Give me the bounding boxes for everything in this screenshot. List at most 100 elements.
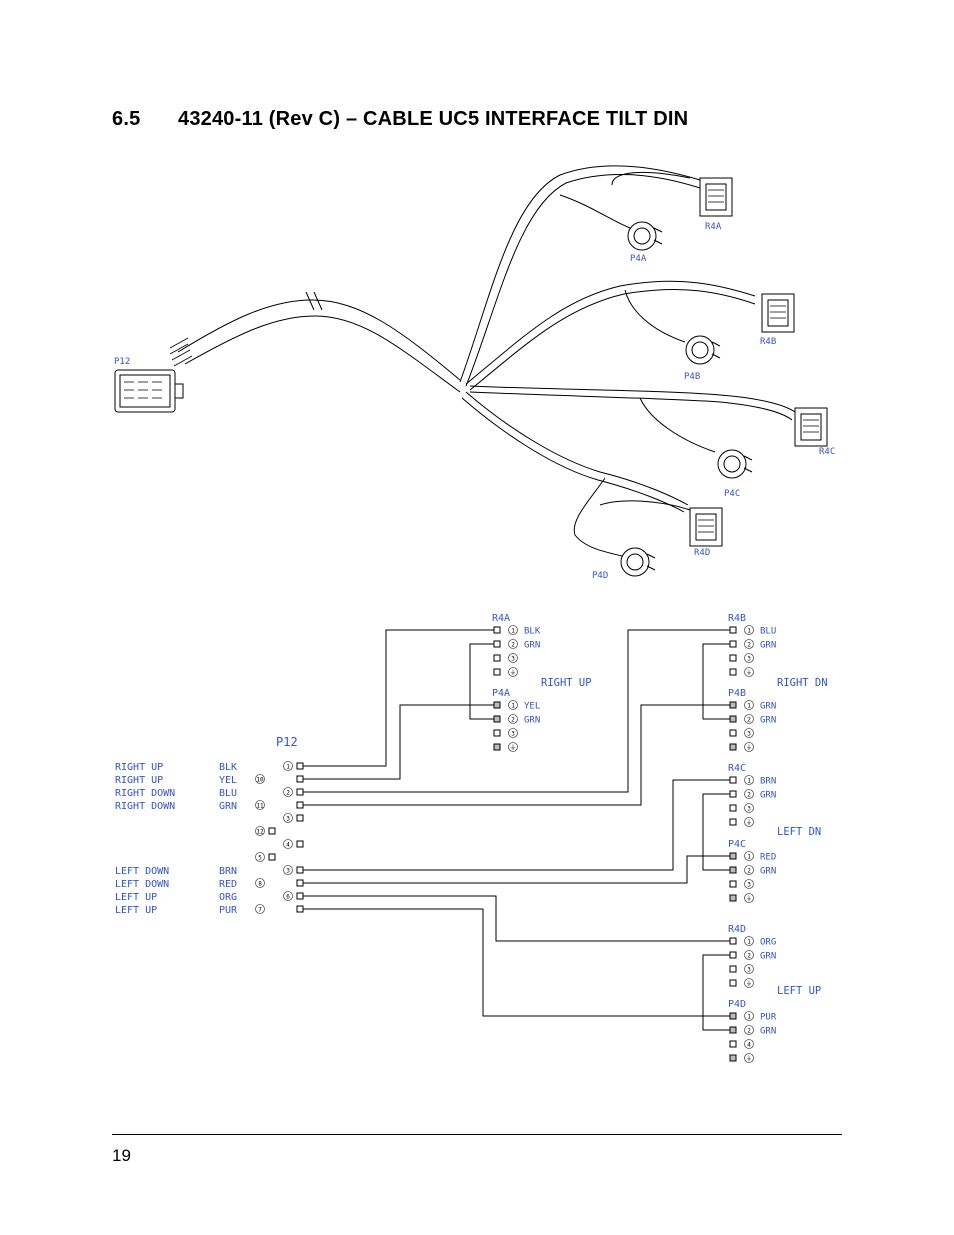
p12-terminal (296, 762, 304, 770)
wire (303, 895, 730, 942)
connector-pin-number: ⏚ (746, 670, 752, 677)
connector-wire-color: GRN (760, 952, 776, 962)
connector-label: P4B (728, 688, 746, 699)
connector-wire-color: ORG (760, 938, 776, 948)
connector-label: R4C (728, 763, 746, 774)
connector-pin-circle (744, 817, 754, 827)
p12-pin-circle (255, 826, 265, 836)
connector-pin-number: 2 (747, 868, 751, 875)
group-function-label: LEFT UP (777, 985, 821, 997)
connector-terminal (729, 626, 737, 634)
connector-pin-number: 2 (511, 642, 515, 649)
connector-pin-number: 2 (747, 1028, 751, 1035)
footer-rule (112, 1134, 842, 1135)
p12-pin-circle (283, 839, 293, 849)
connector-pin-circle (744, 879, 754, 889)
connector-terminal (729, 866, 737, 874)
connector-pin-number: 1 (747, 628, 751, 635)
assembly-label-p4c: P4C (724, 489, 740, 499)
p12-pin-circle (255, 800, 265, 810)
connector-terminal (493, 626, 501, 634)
connector-pin-circle (744, 667, 754, 677)
p12-pin-number: 6 (286, 894, 290, 901)
wire (702, 793, 730, 871)
wire (303, 704, 730, 806)
connector-wire-color: BLK (524, 627, 541, 637)
connector-pin-number: ⏚ (746, 745, 752, 752)
wire (303, 629, 494, 767)
connector-pin-number: ⏚ (746, 981, 752, 988)
p12-pin-circle (283, 761, 293, 771)
wire (702, 643, 730, 720)
connector-terminal (729, 894, 737, 902)
p12-pin-number: 8 (258, 881, 262, 888)
p12-terminal (268, 827, 276, 835)
connector-wire-color: GRN (524, 716, 540, 726)
connector-label: P4A (492, 688, 510, 699)
page-number: 19 (112, 1146, 131, 1165)
connector-pin-number: 3 (747, 731, 751, 738)
connector-wire-color: BRN (760, 777, 776, 787)
p12-wire-color: RED (219, 879, 237, 890)
connector-label: P4D (728, 999, 746, 1010)
connector-pin-circle (744, 728, 754, 738)
p12-pin-circle (283, 891, 293, 901)
p12-wire-color: ORG (219, 892, 237, 903)
p12-terminal (296, 905, 304, 913)
p12-wire-color: YEL (219, 775, 237, 786)
connector-terminal (729, 1040, 737, 1048)
connector-pin-number: 3 (511, 731, 515, 738)
assembly-label-r4c: R4C (819, 447, 835, 457)
connector-pin-number: ⏚ (746, 896, 752, 903)
connector-pin-number: ⏚ (510, 745, 516, 752)
connector-pin-circle (744, 964, 754, 974)
connector-pin-number: 1 (747, 1014, 751, 1021)
connector-pin-circle (744, 639, 754, 649)
connector-pin-circle (744, 950, 754, 960)
connector-pin-circle (744, 714, 754, 724)
group-function-label: RIGHT DN (777, 677, 828, 689)
p12-pin-circle (283, 813, 293, 823)
connector-pin-number: 2 (747, 642, 751, 649)
connector-pin-number: 1 (747, 778, 751, 785)
connector-terminal (493, 668, 501, 676)
p12-pin-circle (255, 774, 265, 784)
connector-wire-color: GRN (760, 702, 776, 712)
p12-wire-color: BLK (219, 762, 237, 773)
connector-terminal (729, 1054, 737, 1062)
connector-pin-number: 3 (747, 806, 751, 813)
connector-wire-color: GRN (524, 641, 540, 651)
connector-terminal (493, 640, 501, 648)
connector-pin-circle (508, 742, 518, 752)
assembly-label-p12: P12 (114, 357, 130, 367)
assembly-label-p4b: P4B (684, 372, 700, 382)
wires (303, 629, 730, 1031)
p12-pin-circle (255, 904, 265, 914)
connector-terminal (729, 654, 737, 662)
p12-pin-number: 11 (256, 803, 264, 810)
connector-pin-circle (508, 625, 518, 635)
connector-terminal (729, 804, 737, 812)
wire (702, 954, 730, 1031)
connector-pin-number: 4 (747, 1042, 751, 1049)
connector-terminal (729, 818, 737, 826)
connector-pin-circle (744, 789, 754, 799)
p12-pin-circle (255, 878, 265, 888)
connector-wire-color: BLU (760, 627, 776, 637)
connector-label: R4A (492, 613, 510, 624)
p12-terminal (296, 866, 304, 874)
connector-pin-number: ⏚ (746, 820, 752, 827)
connector-terminal (729, 743, 737, 751)
connector-terminal (493, 729, 501, 737)
connector-pin-circle (744, 1039, 754, 1049)
connector-pin-circle (744, 865, 754, 875)
p12-function-label: RIGHT DOWN (115, 788, 175, 799)
section-number: 6.5 (112, 108, 141, 130)
connector-terminal (729, 965, 737, 973)
connector-pin-number: ⏚ (510, 670, 516, 677)
wire (469, 643, 494, 720)
